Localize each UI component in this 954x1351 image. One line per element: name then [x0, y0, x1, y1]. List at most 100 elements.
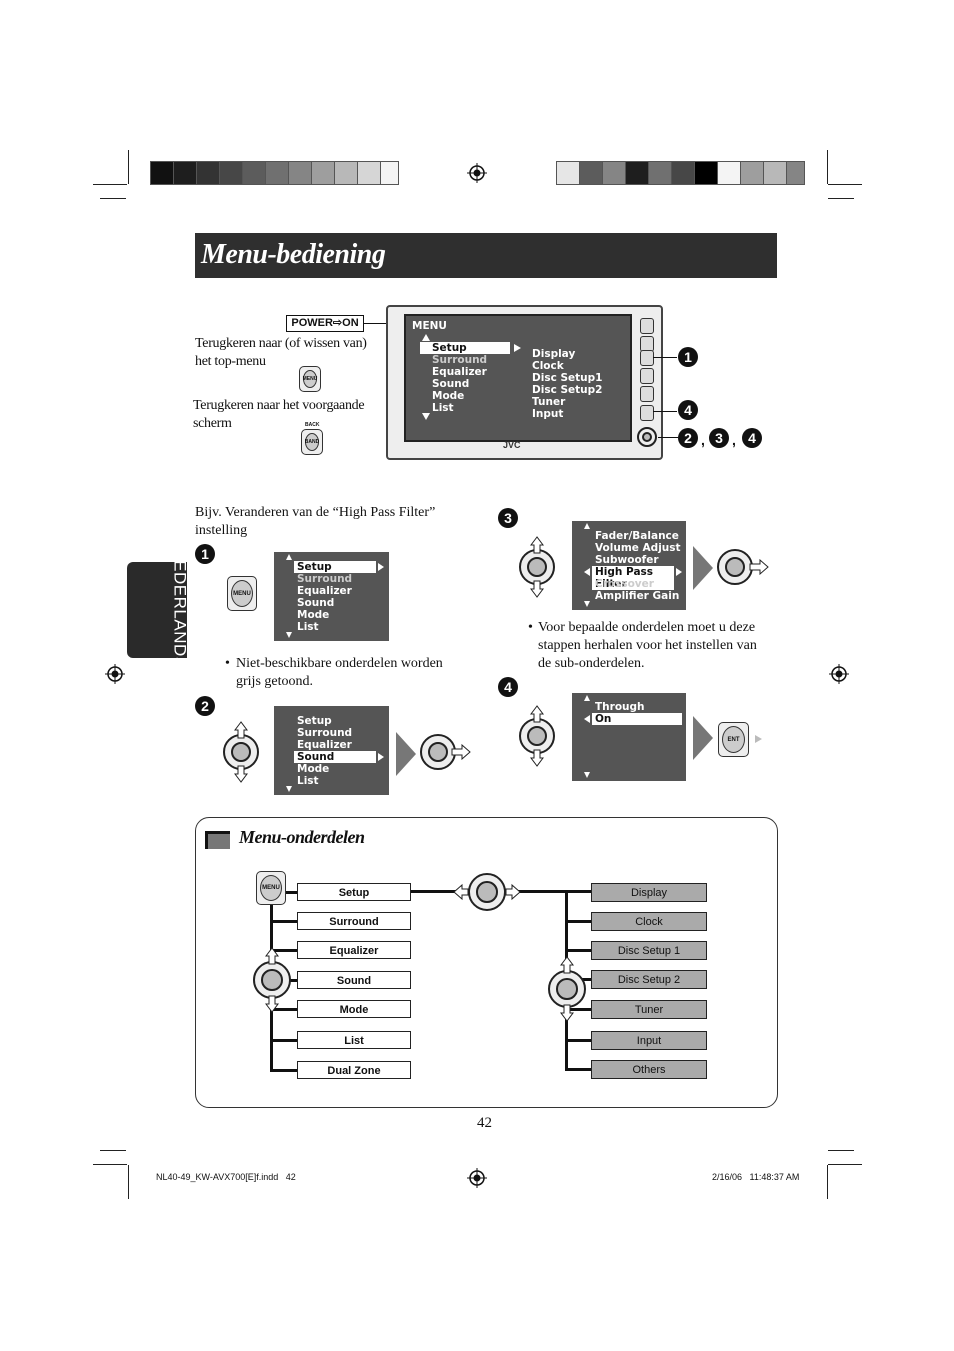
- panel-title: Menu-onderdelen: [239, 827, 365, 847]
- band-button[interactable]: BAND: [301, 429, 323, 455]
- down-arrow-icon: [286, 632, 292, 638]
- example-text: Bijv. Veranderen van de “High Pass Filte…: [195, 505, 436, 538]
- page-title-bar: Menu-bediening: [195, 233, 777, 278]
- ent-button[interactable]: ENT: [718, 722, 749, 757]
- tree-line: [270, 1008, 297, 1011]
- right-arrow-icon: [378, 563, 384, 571]
- step-1-item: Mode: [297, 609, 330, 621]
- step-callout-2: 2: [678, 428, 698, 448]
- language-tab-label: NEDERLANDS: [170, 547, 190, 669]
- back-text: Terugkeren naar het voorgaande scherm: [193, 398, 365, 431]
- left-right-arrows-icon: [453, 883, 521, 901]
- folder-icon: [205, 831, 230, 849]
- bullet-icon: •: [225, 656, 230, 671]
- step-4-number: 4: [498, 677, 518, 697]
- tree-line: [270, 920, 297, 923]
- sub-item-tuner: Tuner: [591, 1000, 707, 1019]
- registration-mark-icon: [829, 664, 849, 684]
- left-arrow-icon: [584, 568, 590, 576]
- leader-line: [363, 323, 389, 324]
- step-1-screen: Setup Surround Equalizer Sound Mode List: [274, 552, 389, 641]
- sub-item-clock: Clock: [591, 912, 707, 931]
- crop-mark: [128, 150, 129, 184]
- menu-item-sound: Sound: [297, 971, 411, 989]
- device-menu-button[interactable]: [640, 350, 654, 366]
- step-3-number: 3: [498, 508, 518, 528]
- step-2-number: 2: [195, 696, 215, 716]
- step-2-item: Sound: [294, 751, 376, 763]
- device-menu-item: List: [432, 402, 454, 414]
- rotate-arrows-icon: [530, 536, 544, 598]
- step-callout-4: 4: [678, 400, 698, 420]
- registration-mark-icon: [467, 163, 487, 183]
- menu-item-setup: Setup: [297, 883, 411, 901]
- band-button-label: BAND: [305, 433, 319, 451]
- step-3-item: Fader/Balance: [595, 530, 679, 542]
- menu-button-label: MENU: [231, 580, 253, 607]
- device-brand: JVC: [503, 440, 521, 450]
- sub-item-others: Others: [591, 1060, 707, 1079]
- tree-menu-button[interactable]: MENU: [256, 871, 286, 905]
- right-arrow-icon: [676, 568, 682, 576]
- tree-line: [565, 890, 591, 893]
- crop-mark: [93, 184, 127, 185]
- device-control-dial[interactable]: [637, 427, 657, 447]
- step-2-item: Setup: [297, 715, 332, 727]
- menu-button-label: MENU: [303, 370, 317, 388]
- step-1-number: 1: [195, 544, 215, 564]
- step-2-dial-right[interactable]: [420, 734, 456, 770]
- menu-button[interactable]: MENU: [299, 366, 321, 392]
- device-sub-item: Input: [532, 408, 564, 420]
- sub-item-display: Display: [591, 883, 707, 902]
- leader-line: [658, 437, 678, 438]
- crop-mark: [828, 1164, 862, 1165]
- device-screen: MENU Setup Surround Equalizer Sound Mode…: [404, 314, 632, 442]
- page-title: Menu-bediening: [201, 239, 386, 270]
- leader-line: [653, 411, 677, 412]
- device-menu-item: Sound: [432, 378, 470, 390]
- rotate-arrows-icon: [530, 705, 544, 767]
- up-arrow-icon: [286, 554, 292, 560]
- step-1-item: Surround: [297, 573, 353, 585]
- step-3-screen: Fader/Balance Volume Adjust Subwoofer Hi…: [572, 521, 686, 610]
- callout-comma: ,: [701, 432, 705, 448]
- device-screen-title: MENU: [412, 320, 447, 332]
- tree-line: [270, 1069, 297, 1072]
- device-button[interactable]: [640, 386, 654, 402]
- device-button[interactable]: [640, 318, 654, 334]
- step-1-menu-button[interactable]: MENU: [227, 576, 257, 611]
- tree-line: [565, 949, 591, 952]
- push-right-arrow-icon: [451, 744, 471, 760]
- device-sub-item: Disc Setup1: [532, 372, 603, 384]
- menu-item-surround: Surround: [297, 912, 411, 930]
- press-arrow-icon: [755, 735, 762, 743]
- top-menu-text: Terugkeren naar (of wissen van) het top-…: [195, 336, 367, 369]
- device-button[interactable]: [640, 368, 654, 384]
- device-menu-item: Mode: [432, 390, 465, 402]
- step-2-item: List: [297, 775, 319, 787]
- tree-line: [565, 1068, 591, 1071]
- ent-button-label: ENT: [722, 726, 745, 753]
- up-arrow-icon: [584, 695, 590, 701]
- crop-mark: [100, 198, 126, 199]
- step-3-item: Subwoofer: [595, 554, 659, 566]
- power-on-label: POWER⇨ON: [286, 315, 364, 332]
- footer-timestamp: 2/16/06 11:48:37 AM: [712, 1172, 800, 1182]
- tree-line: [565, 920, 591, 923]
- crop-mark: [128, 1165, 129, 1199]
- rotate-arrows-icon: [265, 947, 279, 1013]
- menu-button-label: MENU: [260, 875, 282, 901]
- crop-mark: [828, 184, 862, 185]
- tree-dial-center[interactable]: [468, 873, 506, 911]
- device-sub-item: Disc Setup2: [532, 384, 603, 396]
- step-1-item: Equalizer: [297, 585, 352, 597]
- step-3-dial-right[interactable]: [717, 549, 753, 585]
- tree-line: [565, 1039, 591, 1042]
- crop-mark: [828, 198, 854, 199]
- registration-mark-icon: [105, 664, 125, 684]
- step-3-dial[interactable]: [519, 549, 555, 585]
- up-arrow-icon: [422, 334, 430, 341]
- device-ent-button[interactable]: [640, 405, 654, 421]
- device-sub-item: Clock: [532, 360, 564, 372]
- menu-item-mode: Mode: [297, 1000, 411, 1018]
